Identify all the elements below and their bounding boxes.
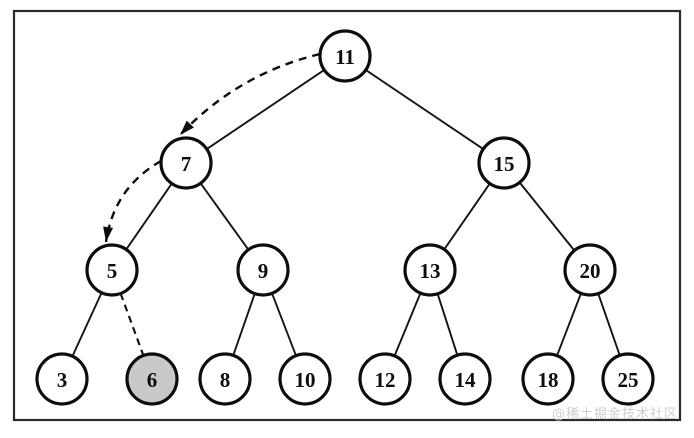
node-circle-20[interactable] xyxy=(563,243,617,297)
node-circle-14[interactable] xyxy=(438,352,492,406)
arrow-head-n11-n7 xyxy=(180,120,194,135)
node-circle-8[interactable] xyxy=(198,352,252,406)
tree-edge-n20-n25 xyxy=(597,293,621,356)
node-circle-11[interactable] xyxy=(318,29,372,83)
watermark: @稀土掘金技术社区 xyxy=(551,407,678,422)
tree-node-10[interactable]: 10 xyxy=(278,352,332,406)
tree-node-12[interactable]: 12 xyxy=(358,352,412,406)
node-circle-25[interactable] xyxy=(601,352,655,406)
search-path-arrows-group xyxy=(103,52,321,243)
tree-node-9[interactable]: 9 xyxy=(236,243,290,297)
tree-edge-n9-n10 xyxy=(271,292,297,357)
node-circle-15[interactable] xyxy=(477,136,531,190)
node-circle-12[interactable] xyxy=(358,352,412,406)
tree-edge-n11-n7 xyxy=(206,69,325,150)
tree-edge-n13-n14 xyxy=(436,293,459,356)
tree-node-6[interactable]: 6 xyxy=(125,352,179,406)
tree-node-7[interactable]: 7 xyxy=(159,136,213,190)
tree-edge-n5-n3 xyxy=(71,292,103,357)
search-path-arrow-n11-n7 xyxy=(179,52,321,136)
node-circle-7[interactable] xyxy=(159,136,213,190)
node-circle-6[interactable] xyxy=(125,352,179,406)
tree-node-15[interactable]: 15 xyxy=(477,136,531,190)
arrow-head-n7-n5 xyxy=(103,226,114,242)
tree-node-13[interactable]: 13 xyxy=(403,243,457,297)
tree-edge-n7-n5 xyxy=(125,183,173,250)
node-circle-9[interactable] xyxy=(236,243,290,297)
tree-edge-n13-n12 xyxy=(393,292,422,357)
tree-edge-n15-n13 xyxy=(443,183,491,250)
node-circle-3[interactable] xyxy=(35,352,89,406)
tree-node-3[interactable]: 3 xyxy=(35,352,89,406)
tree-edge-n11-n15 xyxy=(365,69,484,150)
node-circle-13[interactable] xyxy=(403,243,457,297)
tree-node-5[interactable]: 5 xyxy=(85,243,139,297)
tree-dashed-edges-group xyxy=(119,293,145,356)
search-path-arrow-n7-n5 xyxy=(104,159,162,243)
tree-node-8[interactable]: 8 xyxy=(198,352,252,406)
tree-edges-group xyxy=(71,69,621,357)
diagram-frame xyxy=(12,9,682,422)
tree-edge-n7-n9 xyxy=(199,182,250,251)
tree-edge-n9-n8 xyxy=(232,293,256,356)
tree-node-18[interactable]: 18 xyxy=(521,352,575,406)
tree-edge-n15-n20 xyxy=(518,181,576,252)
tree-edge-n5-n6 xyxy=(119,293,145,356)
tree-node-14[interactable]: 14 xyxy=(438,352,492,406)
tree-node-25[interactable]: 25 xyxy=(601,352,655,406)
node-circle-5[interactable] xyxy=(85,243,139,297)
node-circle-18[interactable] xyxy=(521,352,575,406)
tree-node-11[interactable]: 11 xyxy=(318,29,372,83)
tree-edge-n20-n18 xyxy=(556,292,582,357)
node-circle-10[interactable] xyxy=(278,352,332,406)
tree-node-20[interactable]: 20 xyxy=(563,243,617,297)
